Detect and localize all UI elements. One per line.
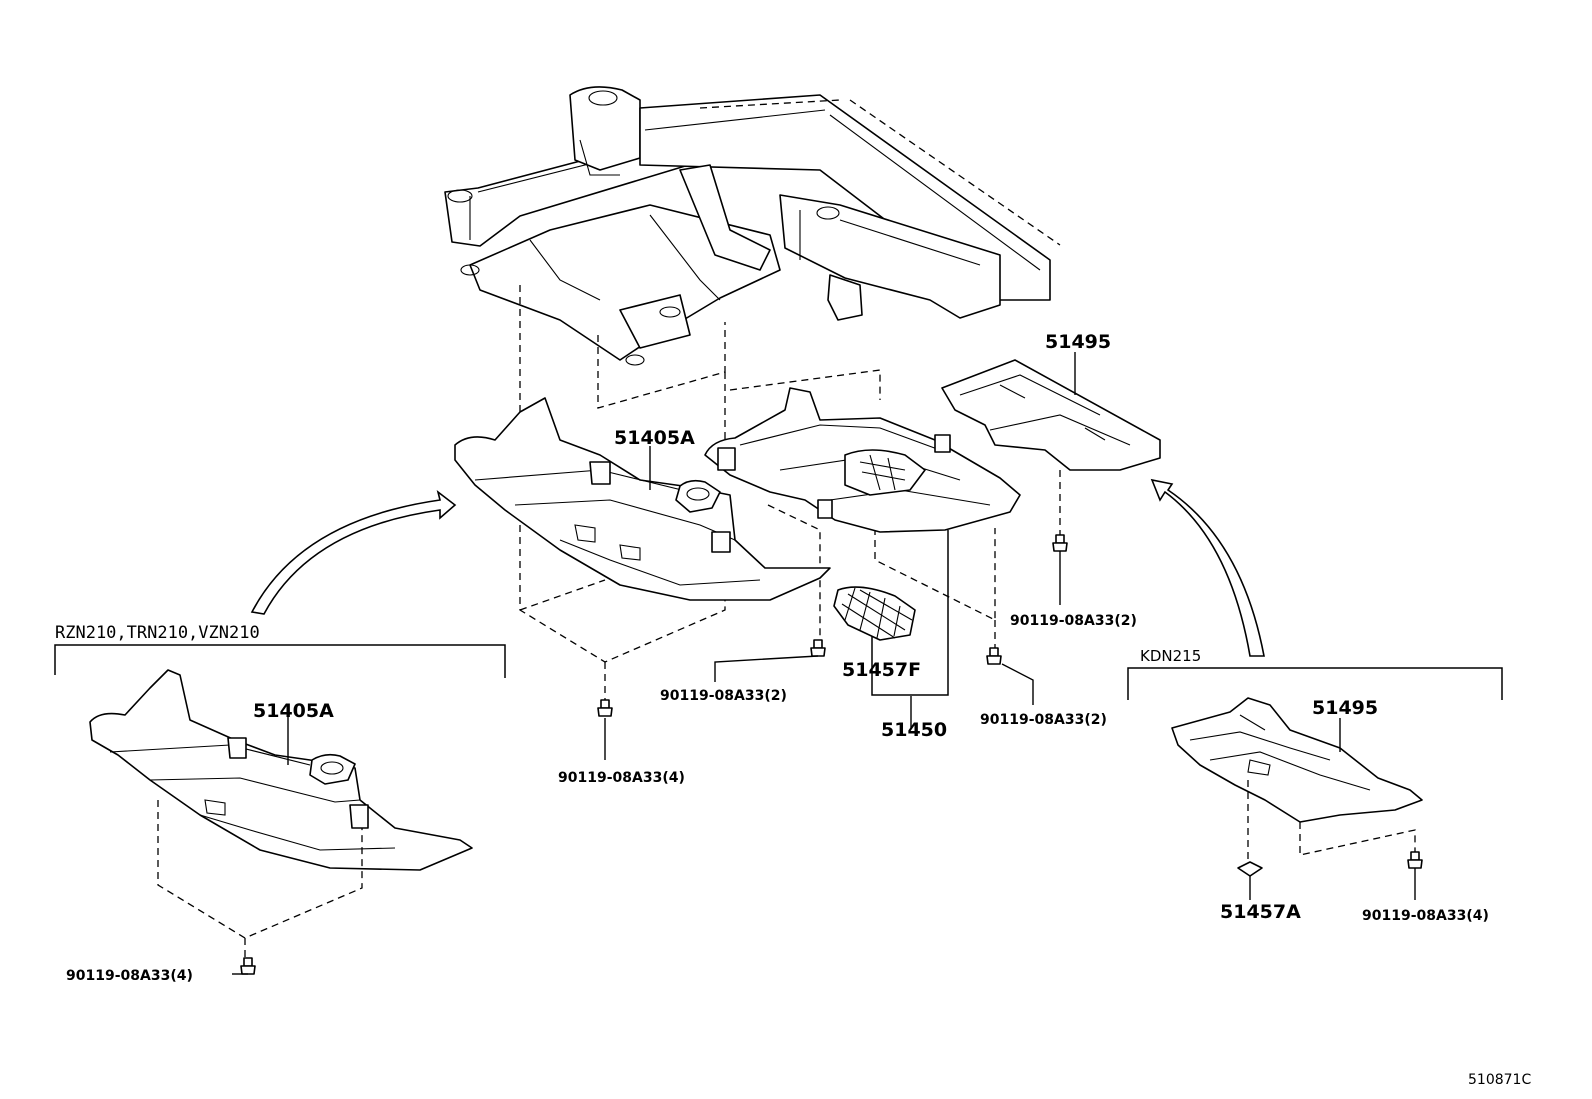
right-curved-arrow: [1150, 478, 1265, 657]
leader-lines: [232, 352, 1416, 975]
right-model-label: KDN215: [1140, 647, 1201, 665]
skid-plate-51495-right: [1171, 697, 1423, 823]
bolt-icon: [810, 639, 826, 657]
right-group-bracket: [1127, 667, 1503, 700]
bolt-icon: [1052, 534, 1068, 552]
skid-plate-51450: [704, 387, 1021, 533]
part-label-51450: 51450: [881, 719, 947, 741]
bolt-label-left-4: 90119-08A33(4): [66, 968, 193, 984]
bolt-label-right-4: 90119-08A33(4): [1362, 908, 1489, 924]
part-label-51495-right: 51495: [1312, 697, 1378, 719]
bolt-label-mid-2: 90119-08A33(2): [980, 712, 1107, 728]
part-label-51405a-main: 51405A: [614, 427, 695, 449]
part-label-51457f: 51457F: [842, 659, 921, 681]
bolt-icon: [1407, 851, 1423, 869]
part-label-51457a: 51457A: [1220, 901, 1301, 923]
left-curved-arrow: [250, 489, 457, 615]
bolt-label-center-4: 90119-08A33(4): [558, 770, 685, 786]
skid-plate-51495-top: [941, 359, 1161, 471]
part-label-51405a-left: 51405A: [253, 700, 334, 722]
plate-51457a: [1237, 861, 1263, 877]
skid-plate-51405a-left: [89, 669, 473, 871]
bracket-51450: [871, 530, 949, 696]
bolt-icons: [240, 534, 1423, 975]
right-projection-lines: [1247, 780, 1416, 860]
bolt-label-top-2: 90119-08A33(2): [1010, 613, 1137, 629]
figure-code: 510871C: [1468, 1072, 1531, 1088]
bolt-icon: [597, 699, 613, 717]
part-label-51495-top: 51495: [1045, 331, 1111, 353]
bolt-icon: [986, 647, 1002, 665]
left-model-label: RZN210,TRN210,VZN210: [55, 623, 260, 643]
bolt-icon: [240, 957, 256, 975]
left-projection-lines: [157, 800, 363, 960]
mesh-plate-51457f: [833, 586, 916, 641]
skid-plate-51405a-main: [454, 397, 831, 601]
bolt-label-center-2: 90119-08A33(2): [660, 688, 787, 704]
left-group-bracket: [54, 644, 506, 678]
frame-assembly: [444, 86, 1061, 366]
